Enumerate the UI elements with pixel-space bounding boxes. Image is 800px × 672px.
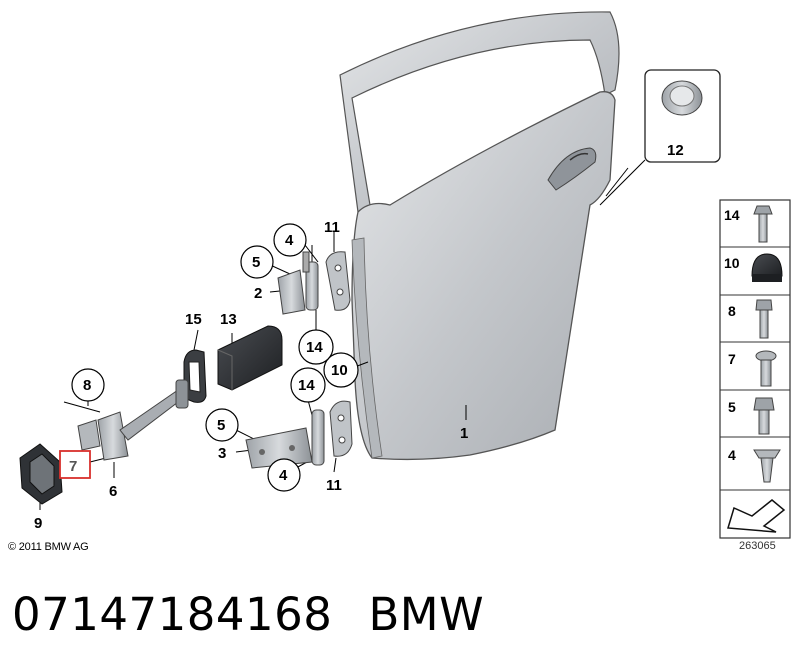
callout-3: 3	[218, 445, 226, 462]
copyright-notice: © 2011 BMW AG	[8, 541, 89, 553]
rear-door-part	[339, 11, 620, 461]
brand-name: BMW	[368, 588, 485, 641]
callout-11-upper: 11	[324, 219, 340, 236]
part-caption: 07147184168 BMW	[12, 588, 484, 641]
callout-13: 13	[220, 311, 237, 328]
highlight-box-7	[59, 450, 91, 479]
part-number: 07147184168	[12, 588, 333, 641]
gasket-9-part	[19, 443, 63, 505]
callout-8: 8	[83, 377, 91, 394]
seal-15-part	[183, 349, 207, 403]
callout-4-upper: 4	[285, 232, 294, 249]
callout-14-lower: 14	[298, 377, 315, 394]
bolt-14-icon	[753, 205, 773, 243]
callout-15: 15	[185, 311, 202, 328]
cap-10-icon	[751, 253, 783, 282]
legend-label-5: 5	[728, 399, 736, 415]
plug-12-inset	[644, 69, 721, 163]
callout-14-upper: 14	[306, 339, 323, 356]
upper-hinge-part	[277, 251, 319, 315]
parts-diagram: 1 2 3 4 4 5 5 6 7 8 9 10 11 11 12	[19, 11, 791, 539]
callout-4-lower: 4	[279, 467, 288, 484]
legend-label-7: 7	[728, 351, 736, 367]
callout-12: 12	[667, 142, 684, 159]
callout-2: 2	[254, 285, 262, 302]
lower-plate-part	[329, 400, 353, 457]
callout-6: 6	[109, 483, 117, 500]
legend-label-14: 14	[724, 207, 740, 223]
upper-plate-part	[325, 251, 351, 311]
diagram-reference-number: 263065	[739, 540, 776, 552]
fastener-legend	[719, 199, 791, 539]
lower-hinge-part	[245, 409, 325, 469]
callout-11-lower: 11	[326, 477, 342, 494]
cover-13-part	[217, 325, 283, 391]
door-brake-part	[77, 379, 189, 461]
bolt-8-icon	[755, 299, 773, 339]
legend-label-8: 8	[728, 303, 736, 319]
callout-labels: 1 2 3 4 4 5 5 6 7 8 9 10 11 11 12	[34, 142, 740, 532]
callout-10: 10	[331, 362, 348, 379]
screw-7-icon	[755, 350, 777, 387]
screw-4-icon	[753, 449, 781, 483]
callout-5-lower: 5	[217, 417, 225, 434]
callout-9: 9	[34, 515, 42, 532]
legend-label-10: 10	[724, 255, 740, 271]
callout-1: 1	[460, 425, 468, 442]
bolt-5-icon	[753, 397, 775, 435]
callout-5-upper: 5	[252, 254, 260, 271]
legend-label-4: 4	[728, 447, 736, 463]
direction-arrow-icon	[727, 499, 786, 533]
callout-7: 7	[69, 458, 77, 475]
